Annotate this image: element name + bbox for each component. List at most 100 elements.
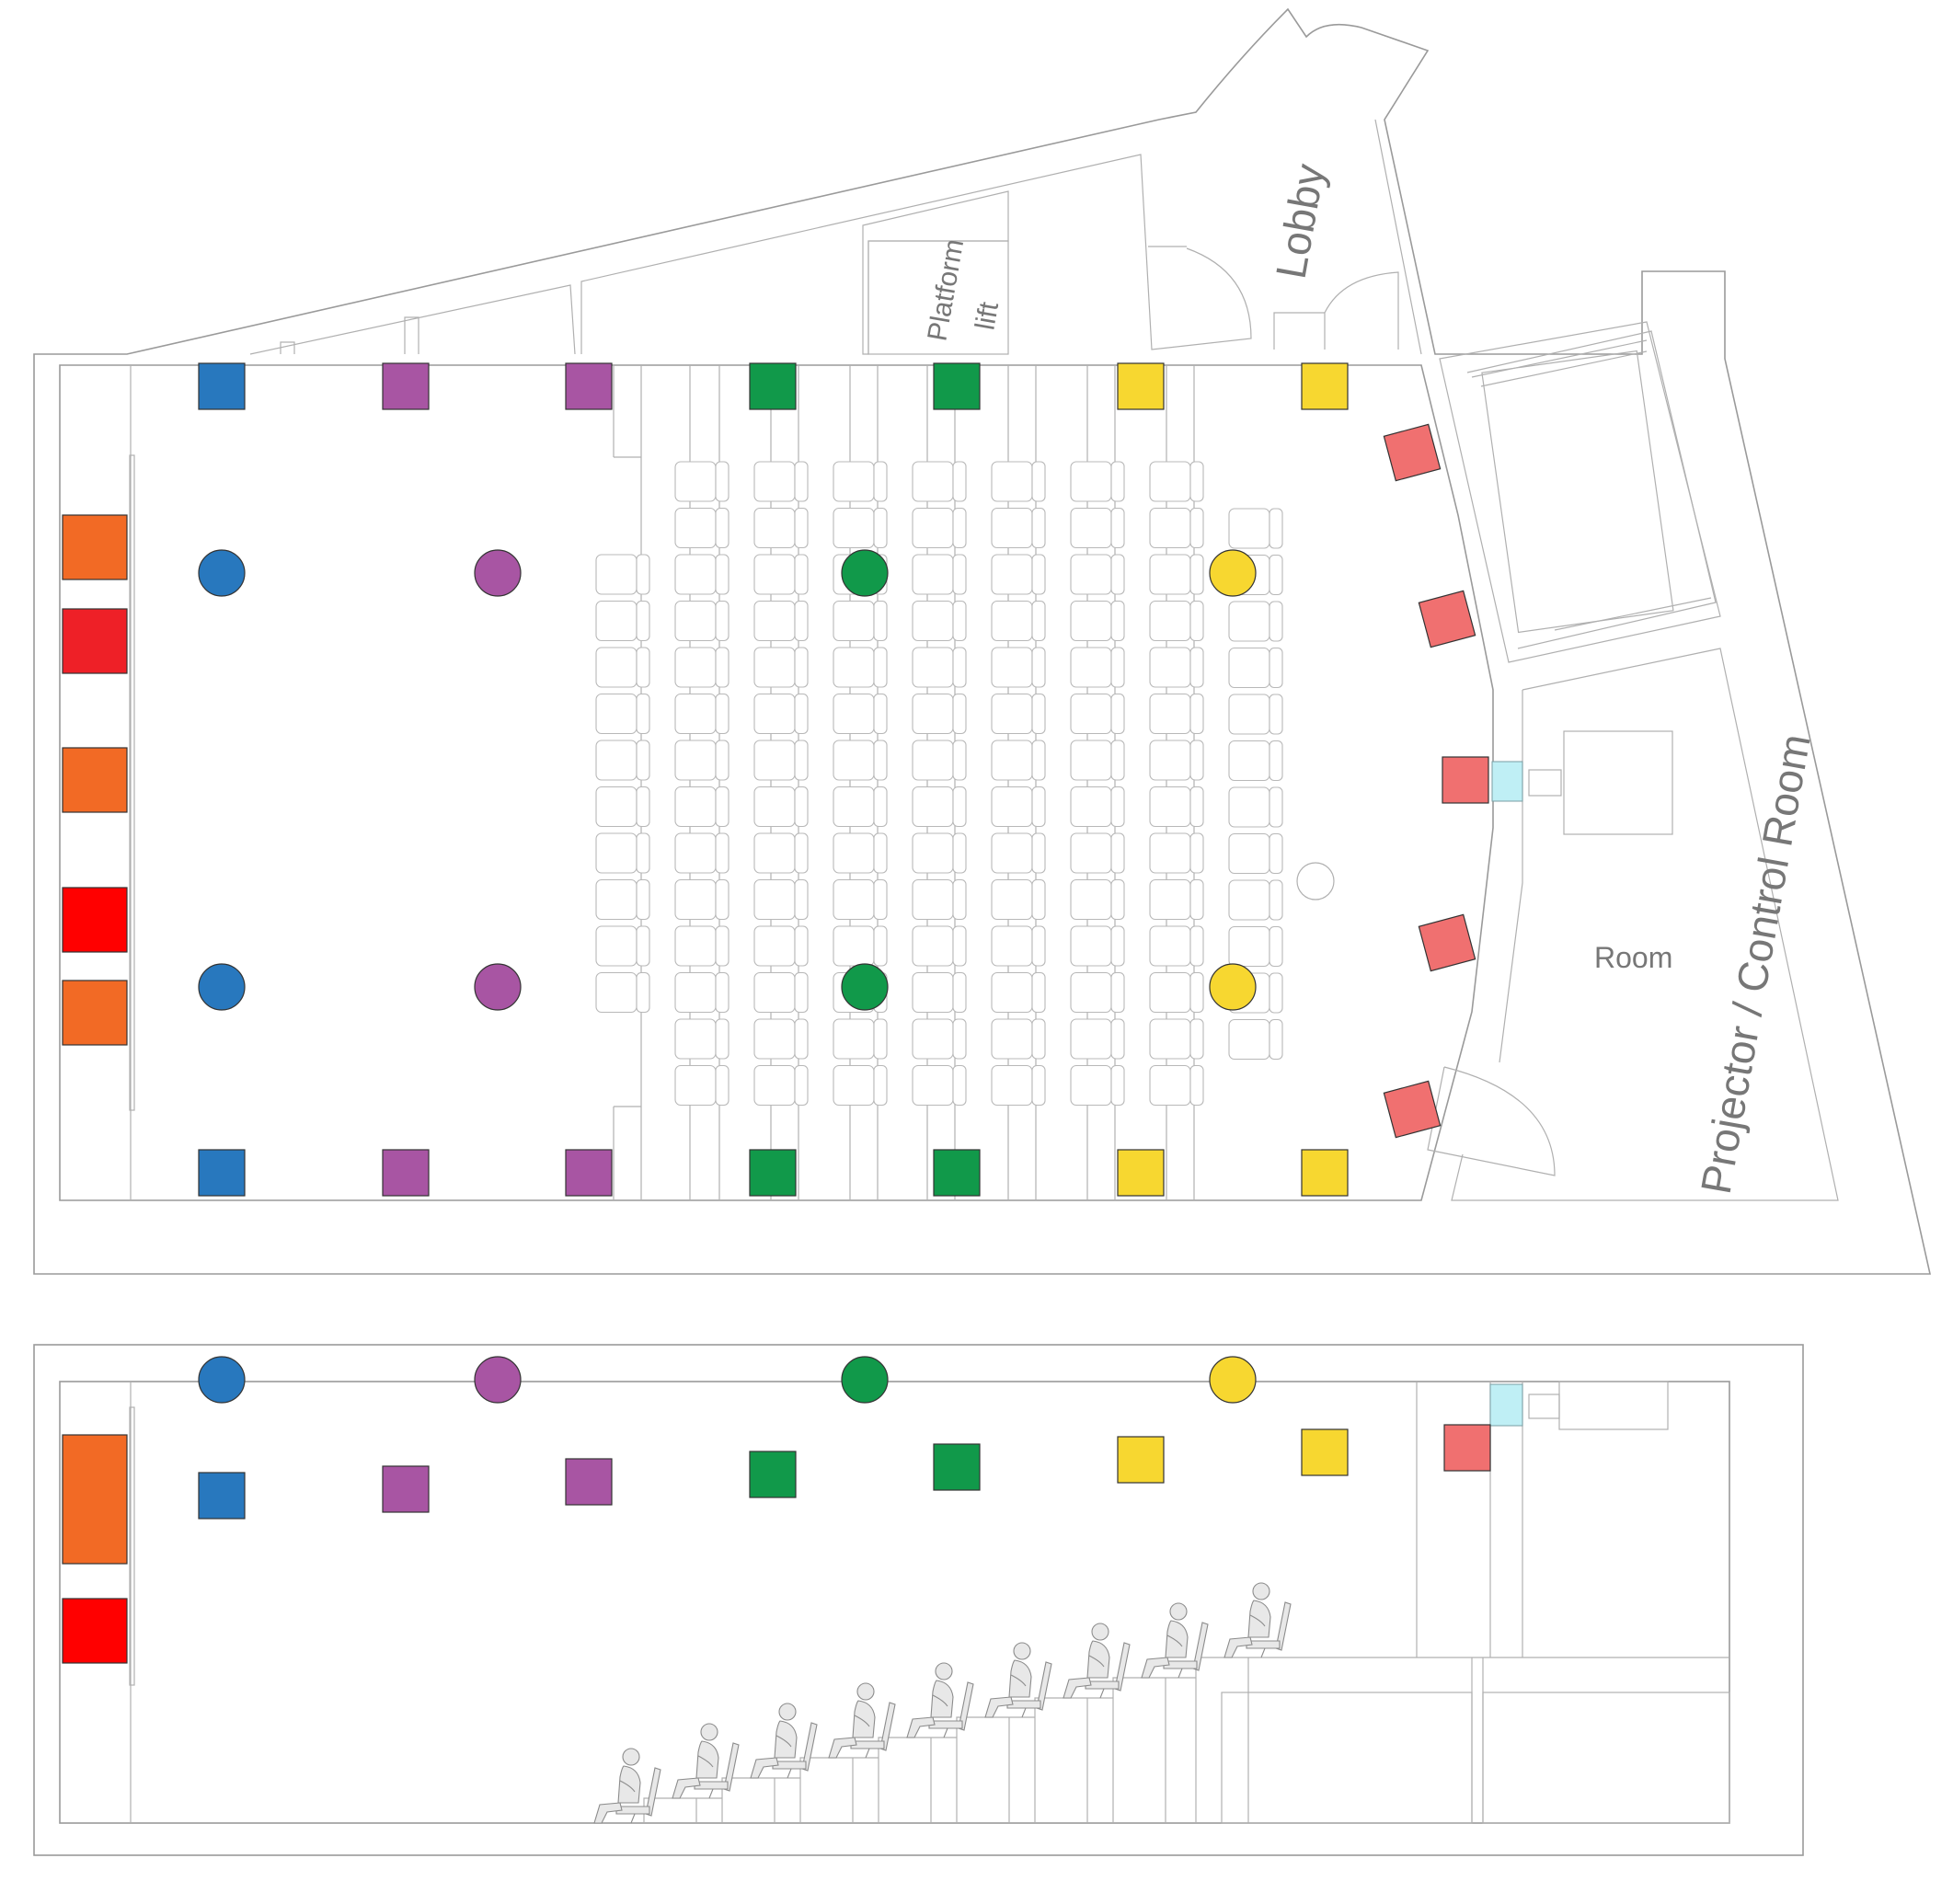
seat <box>1149 693 1204 735</box>
seat <box>1070 971 1125 1014</box>
section-screen-speaker <box>62 1434 128 1565</box>
seat <box>1149 1018 1204 1060</box>
seating-area <box>595 461 1283 1107</box>
section-wall-speaker <box>933 1443 981 1491</box>
ceiling-speaker <box>198 963 246 1011</box>
seat <box>674 740 730 781</box>
seat <box>1149 740 1204 781</box>
seat <box>1228 694 1283 735</box>
seat <box>1149 507 1204 549</box>
seat <box>1228 508 1283 549</box>
seat <box>912 693 967 735</box>
seat <box>1228 832 1283 875</box>
room-label: Room <box>1594 941 1672 974</box>
seat <box>912 600 967 642</box>
auditorium-wall <box>59 364 1494 1201</box>
seat <box>753 786 809 828</box>
seat <box>1228 786 1283 828</box>
seat <box>1070 925 1125 967</box>
seat <box>991 832 1046 874</box>
seat <box>595 600 650 642</box>
seat <box>1070 1064 1125 1107</box>
seat <box>991 693 1046 735</box>
seat <box>833 878 888 921</box>
seat <box>912 554 967 595</box>
speaker-square <box>382 1149 430 1197</box>
speaker-square <box>198 1149 246 1197</box>
seat <box>912 1018 967 1060</box>
seat <box>1228 925 1283 968</box>
section-speakers <box>62 1356 1491 1664</box>
seat <box>912 878 967 921</box>
seat <box>753 693 809 735</box>
seat <box>833 1018 888 1060</box>
seat <box>753 740 809 781</box>
seat <box>595 971 650 1014</box>
riser-step <box>878 1737 957 1823</box>
riser-step <box>1112 1677 1196 1823</box>
rear-speaker <box>1442 756 1489 804</box>
section-screen-speaker <box>62 1598 128 1664</box>
floor-plan: Platform lift Lobby <box>33 7 1931 1275</box>
ceiling-speaker <box>841 963 889 1011</box>
seat <box>1149 786 1204 828</box>
seat <box>912 740 967 781</box>
screen-speaker <box>62 980 128 1046</box>
seat <box>1149 600 1204 642</box>
seat <box>1070 647 1125 688</box>
seat <box>674 971 730 1014</box>
speaker-square <box>933 362 981 410</box>
corridor-wall <box>249 119 1422 355</box>
seat <box>991 461 1046 502</box>
column-circle <box>1296 862 1335 900</box>
seat <box>1149 554 1204 595</box>
seat <box>674 600 730 642</box>
seat <box>833 925 888 967</box>
seat <box>674 461 730 502</box>
seat <box>912 925 967 967</box>
seat <box>833 1064 888 1107</box>
seated-person <box>1063 1623 1131 1699</box>
seat <box>1149 971 1204 1014</box>
seat <box>674 647 730 688</box>
screen-speaker <box>62 887 128 953</box>
seat <box>595 786 650 828</box>
seat <box>674 507 730 549</box>
seat <box>753 1064 809 1107</box>
section-view <box>33 1344 1804 1856</box>
stepped-risers <box>643 1657 1249 1823</box>
seat <box>1070 878 1125 921</box>
section-ceiling-speaker <box>198 1356 246 1404</box>
section-ceiling-speaker <box>841 1356 889 1404</box>
seat <box>674 554 730 595</box>
seat <box>833 786 888 828</box>
section-wall-speaker <box>749 1451 797 1498</box>
seated-person <box>593 1748 661 1824</box>
ceiling-speaker <box>474 549 522 597</box>
seat <box>674 1064 730 1107</box>
seat <box>1228 879 1283 921</box>
rear-platform <box>1196 1657 1730 1824</box>
seat <box>595 878 650 921</box>
seat <box>1070 554 1125 595</box>
section-outer-wall <box>33 1344 1804 1856</box>
ceiling-speaker <box>198 549 246 597</box>
seat <box>991 554 1046 595</box>
seat <box>833 740 888 781</box>
seat <box>753 878 809 921</box>
ceiling-speaker <box>1209 549 1257 597</box>
seat <box>991 971 1046 1014</box>
projection-window <box>1491 761 1523 802</box>
seat <box>912 971 967 1014</box>
seated-person <box>1141 1602 1209 1679</box>
seat <box>1149 832 1204 874</box>
seat <box>833 693 888 735</box>
seat <box>595 693 650 735</box>
projector-room-label: Projector / Control Room <box>1692 730 1820 1198</box>
ceiling-speaker <box>841 549 889 597</box>
seat <box>1228 601 1283 642</box>
seat <box>595 740 650 781</box>
seat <box>912 647 967 688</box>
seat <box>991 507 1046 549</box>
seat <box>1149 925 1204 967</box>
